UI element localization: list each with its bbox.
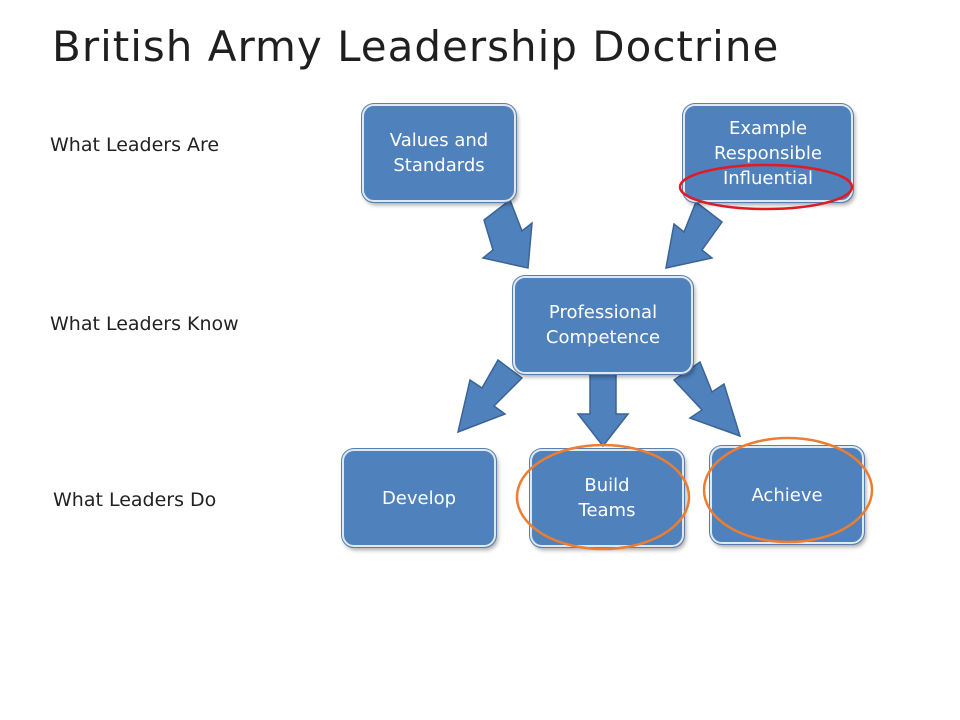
box-build-teams: Build Teams [529, 448, 685, 548]
arrow-professional-to-build [576, 373, 630, 448]
box-achieve: Achieve [709, 445, 865, 545]
arrow-example-to-professional [665, 200, 724, 269]
box-text: Competence [545, 327, 661, 348]
box-text: Example [728, 117, 808, 139]
box-text: Standards [393, 155, 485, 176]
box-text: Responsible [714, 142, 822, 164]
slide-title: British Army Leadership Doctrine [52, 22, 780, 71]
box-text: Build [584, 475, 630, 496]
row-label-know: What Leaders Know [50, 313, 239, 335]
row-label-do: What Leaders Do [53, 489, 217, 511]
box-professional-competence: Professional Competence [512, 275, 694, 375]
row-label-are: What Leaders Are [50, 134, 220, 156]
box-text: Teams [578, 500, 636, 521]
arrow-values-to-professional [481, 198, 533, 269]
box-text: Influential [722, 167, 814, 189]
box-text: Develop [381, 487, 457, 509]
box-develop: Develop [341, 448, 497, 548]
box-text: Values and [389, 130, 489, 151]
arrow-professional-to-develop [456, 358, 524, 434]
box-values-standards: Values and Standards [361, 103, 517, 203]
box-text: Achieve [751, 484, 823, 506]
box-example-responsible-influential: Example Responsible Influential [682, 103, 854, 203]
box-text: Professional [548, 302, 658, 323]
